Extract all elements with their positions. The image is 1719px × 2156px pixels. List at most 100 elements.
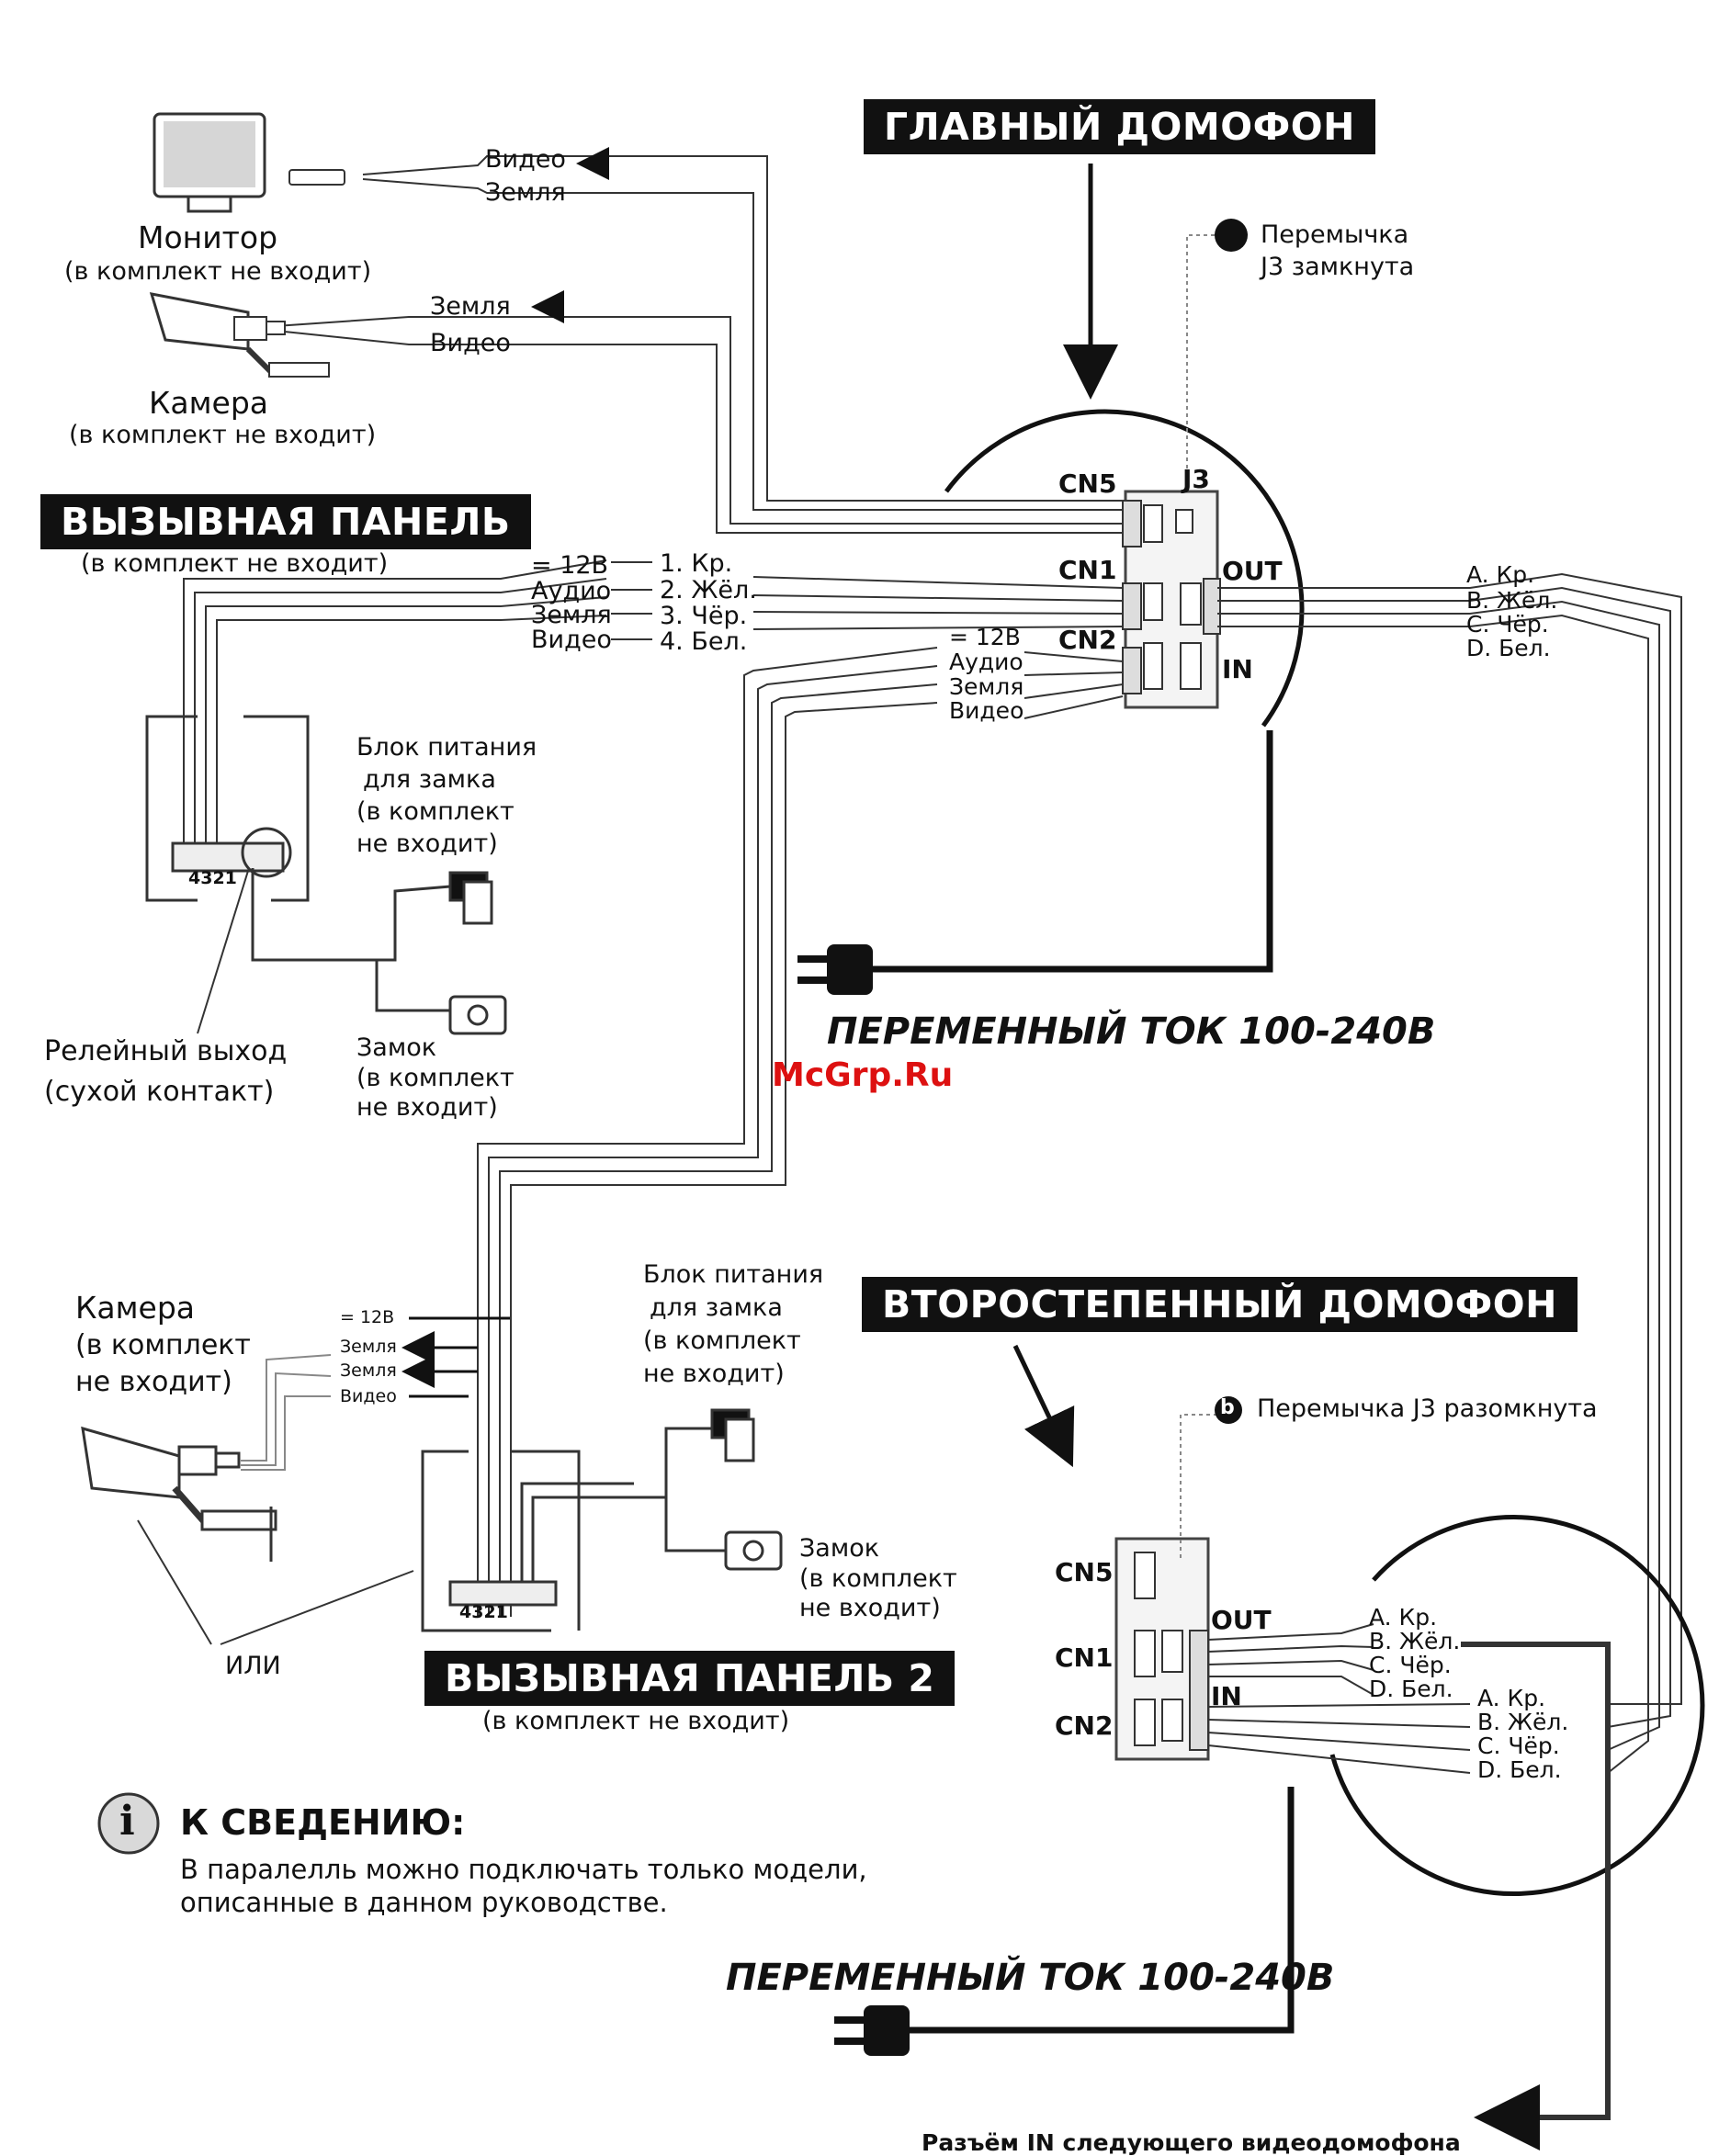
monitor-ground-label: Земля: [485, 178, 566, 207]
main-in-label: IN: [1222, 654, 1253, 684]
camera1-video-label: Видео: [430, 329, 511, 357]
info-icon: [97, 1792, 160, 1855]
camera2-wire-ground-2: Земля: [340, 1360, 397, 1381]
camera2-note-2: не входит): [75, 1366, 232, 1398]
main-cn2-wire-audio: Аудио: [949, 649, 1023, 675]
secondary-in-wire-a: A. Кр.: [1477, 1685, 1546, 1711]
monitor-video-label: Видео: [485, 145, 566, 174]
panel1-left-12v: = 12B: [531, 551, 609, 580]
secondary-out-wire-b: B. Жёл.: [1369, 1628, 1461, 1654]
secondary-out-wire-d: D. Бел.: [1369, 1676, 1453, 1702]
secondary-out-label: OUT: [1211, 1605, 1272, 1635]
panel1-right-3: 3. Чёр.: [660, 602, 748, 630]
secondary-intercom-circle: [1329, 1515, 1705, 1896]
main-j3-label: J3: [1182, 464, 1210, 494]
panel1-right-1: 1. Кр.: [660, 549, 733, 578]
info-icon-letter: i: [119, 1798, 135, 1845]
main-cn5-label: CN5: [1058, 468, 1117, 499]
main-power-label: ПЕРЕМЕННЫЙ ТОК 100-240В: [827, 1010, 1436, 1053]
main-out-wire-b: B. Жёл.: [1466, 587, 1558, 614]
panel1-banner: ВЫЗЫВНАЯ ПАНЕЛЬ: [40, 494, 531, 549]
panel1-drawing: [145, 715, 310, 902]
panel2-psu-1: Блок питания: [643, 1260, 824, 1289]
panel1-lock-2: (в комплект: [356, 1064, 515, 1092]
panel2-lock-2: (в комплект: [799, 1564, 957, 1593]
panel1-right-4: 4. Бел.: [660, 627, 748, 656]
panel1-psu-2: для замка: [363, 765, 496, 794]
jumper-closed-dot: [1215, 219, 1248, 252]
main-out-label: OUT: [1222, 556, 1283, 586]
camera2-wire-12v: = 12B: [340, 1307, 395, 1327]
secondary-cn1-label: CN1: [1055, 1642, 1114, 1673]
info-line-1: В паралелль можно подключать только моде…: [180, 1854, 867, 1885]
jumper-closed-label-2: J3 замкнута: [1261, 253, 1415, 281]
main-intercom-board: [1122, 490, 1221, 709]
main-cn1-label: CN1: [1058, 555, 1117, 585]
plug2-drawing: [834, 2005, 910, 2056]
panel1-right-2: 2. Жёл.: [660, 576, 757, 604]
panel1-psu-1: Блок питания: [356, 733, 537, 762]
camera1-drawing: [149, 292, 330, 378]
panel2-lock-3: не входит): [799, 1594, 941, 1622]
secondary-in-wire-b: B. Жёл.: [1477, 1709, 1569, 1735]
panel1-left-ground: Земля: [531, 601, 612, 629]
psu1-drawing: [197, 868, 507, 1035]
camera2-note-1: (в комплект: [75, 1329, 251, 1361]
jumper-open-label: Перемычка J3 разомкнута: [1257, 1394, 1598, 1423]
jumper-closed-label-1: Перемычка: [1261, 220, 1409, 249]
camera2-drawing: [81, 1426, 414, 1645]
panel1-lock-3: не входит): [356, 1093, 498, 1122]
secondary-cn2-label: CN2: [1055, 1710, 1114, 1741]
panel2-note: (в комплект не входит): [482, 1707, 790, 1735]
secondary-intercom-board: [1114, 1537, 1210, 1761]
camera1-note: (в комплект не входит): [69, 421, 377, 449]
monitor-title: Монитор: [138, 220, 278, 255]
jumper-open-badge: b: [1220, 1396, 1235, 1419]
panel1-psu-3: (в комплект: [356, 797, 515, 826]
camera1-ground-label: Земля: [430, 292, 511, 321]
camera2-wire-ground-1: Земля: [340, 1337, 397, 1357]
panel1-terminal-label: 4321: [188, 868, 237, 888]
secondary-cn5-label: CN5: [1055, 1557, 1114, 1587]
panel2-banner: ВЫЗЫВНАЯ ПАНЕЛЬ 2: [424, 1651, 956, 1706]
secondary-in-wire-d: D. Бел.: [1477, 1756, 1562, 1783]
main-intercom-circle: [944, 409, 1305, 728]
main-cn2-wire-12v: = 12B: [949, 624, 1021, 650]
secondary-intercom-banner: ВТОРОСТЕПЕННЫЙ ДОМОФОН: [862, 1277, 1578, 1332]
main-out-wire-a: A. Кр.: [1466, 561, 1535, 588]
camera2-or-label: ИЛИ: [225, 1652, 281, 1680]
secondary-in-wire-c: C. Чёр.: [1477, 1733, 1560, 1759]
jumper-open-badge-bg: [1215, 1396, 1242, 1424]
main-cn2-wire-ground: Земля: [949, 673, 1024, 700]
secondary-power-label: ПЕРЕМЕННЫЙ ТОК 100-240В: [726, 1957, 1335, 1999]
panel2-lock-1: Замок: [799, 1534, 880, 1563]
panel2-drawing: [421, 1408, 783, 1632]
panel1-relay-2: (сухой контакт): [44, 1076, 275, 1108]
panel1-lock-1: Замок: [356, 1033, 437, 1062]
panel1-note: (в комплект не входит): [81, 549, 389, 578]
camera2-title: Камера: [75, 1290, 196, 1326]
main-intercom-banner: ГЛАВНЫЙ ДОМОФОН: [864, 99, 1375, 154]
secondary-out-wire-a: A. Кр.: [1369, 1604, 1438, 1631]
watermark: McGrp.Ru: [772, 1056, 954, 1094]
panel2-psu-3: (в комплект: [643, 1326, 801, 1355]
camera2-wire-video: Видео: [340, 1386, 397, 1406]
panel1-left-audio: Аудио: [531, 577, 612, 605]
monitor-note: (в комплект не входит): [64, 257, 372, 286]
panel2-psu-2: для замка: [650, 1293, 783, 1322]
secondary-out-wire-c: C. Чёр.: [1369, 1652, 1452, 1678]
secondary-in-label: IN: [1211, 1681, 1242, 1711]
next-intercom-in-label: Разъём IN следующего видеодомофона: [922, 2129, 1461, 2156]
panel1-relay-1: Релейный выход: [44, 1035, 288, 1067]
main-cn2-label: CN2: [1058, 625, 1117, 655]
main-out-wire-d: D. Бел.: [1466, 635, 1551, 661]
info-title: К СВЕДЕНИЮ:: [180, 1802, 466, 1843]
plug1-drawing: [797, 944, 873, 995]
panel1-psu-4: не входит): [356, 830, 498, 858]
monitor-drawing: [153, 112, 345, 213]
panel2-psu-4: не входит): [643, 1360, 785, 1388]
main-cn2-wire-video: Видео: [949, 697, 1024, 724]
panel1-left-video: Видео: [531, 626, 612, 654]
info-line-2: описанные в данном руководстве.: [180, 1887, 668, 1918]
